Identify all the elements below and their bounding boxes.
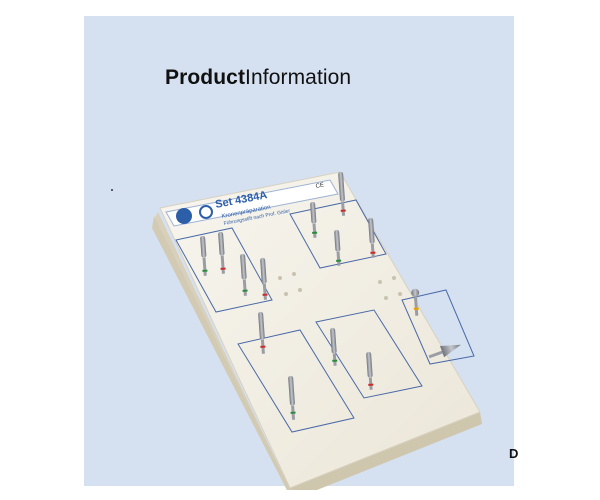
page-title: ProductInformation: [165, 66, 351, 90]
tray-side-face: [152, 216, 291, 490]
bur: [258, 311, 266, 354]
bur: [218, 231, 226, 274]
compartment-5: [401, 289, 475, 365]
title-light: Information: [245, 66, 352, 89]
bur: [338, 171, 346, 216]
compartment-2: [289, 199, 387, 269]
bur: [334, 229, 342, 266]
bur: [366, 351, 374, 390]
bur: [310, 201, 318, 238]
bur: [368, 217, 376, 258]
tray: [152, 171, 482, 490]
bur: [330, 327, 338, 366]
corner-letter: D: [509, 446, 519, 461]
bur-kit-image: Set 4384A Kronenpräparation Führungsstif…: [152, 171, 482, 490]
bur: [288, 375, 296, 420]
compartment-3: [237, 329, 355, 433]
ce-mark: CE: [315, 182, 324, 189]
stray-dot: [111, 189, 113, 191]
bur: [411, 288, 420, 316]
bur: [260, 257, 268, 300]
compartment-1: [175, 227, 273, 313]
holes: [278, 272, 402, 300]
tray-front-face: [290, 412, 482, 490]
compartment-4: [315, 309, 423, 399]
tray-top: [159, 171, 481, 489]
bur: [200, 235, 208, 276]
bur: [240, 253, 248, 296]
burs: [200, 171, 461, 420]
compartments: [175, 199, 475, 433]
bur: [428, 344, 461, 359]
title-bold: Product: [165, 66, 246, 89]
brand-logo: [176, 208, 192, 224]
